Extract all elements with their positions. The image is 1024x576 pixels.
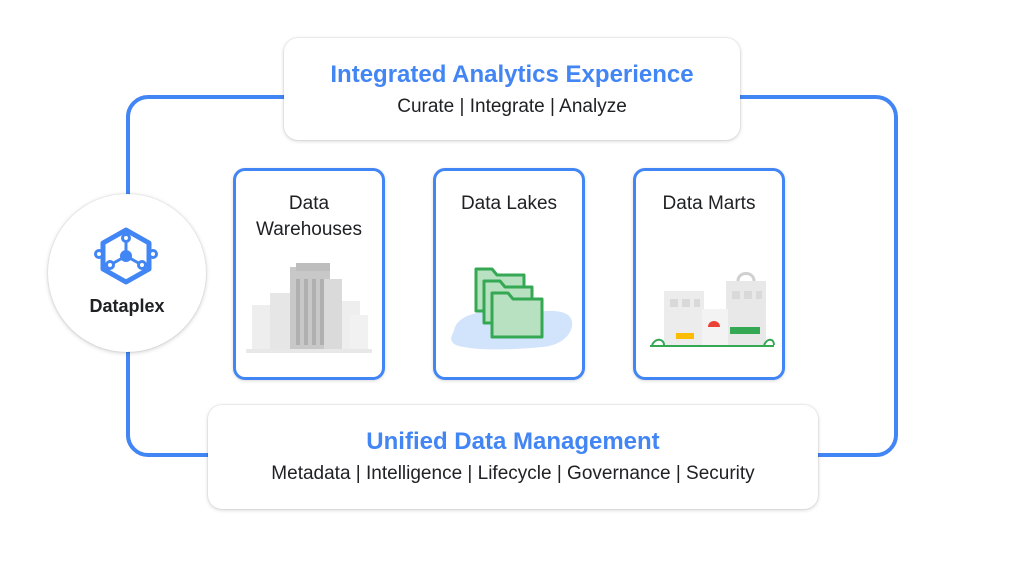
storefronts-icon [650,272,775,347]
bottom-banner-title: Unified Data Management [366,428,660,455]
card-title-line1: Data Lakes [460,193,558,214]
top-banner-title: Integrated Analytics Experience [330,61,694,88]
card-data-marts: Data Marts [633,168,785,380]
top-banner-subtitle: Curate | Integrate | Analyze [397,96,627,117]
card-title: Data Lakes [442,191,576,217]
dataplex-hub: Dataplex [48,194,206,352]
card-data-lakes: Data Lakes [433,168,585,380]
dataplex-hexagon-icon [94,227,158,285]
bottom-banner-subtitle: Metadata | Intelligence | Lifecycle | Go… [271,463,755,484]
card-title-line2: Warehouses [256,219,362,240]
buildings-icon [246,263,372,353]
hub-name: Dataplex [89,296,165,316]
folders-icon [451,267,573,350]
card-title: Data Marts [642,191,776,217]
bottom-banner: Unified Data Management Metadata | Intel… [208,405,818,509]
top-banner: Integrated Analytics Experience Curate |… [284,38,740,140]
card-title-line1: Data [288,193,330,214]
card-title-line1: Data Marts [662,193,756,214]
card-title: Data Warehouses [242,191,376,243]
card-data-warehouses: Data Warehouses [233,168,385,380]
